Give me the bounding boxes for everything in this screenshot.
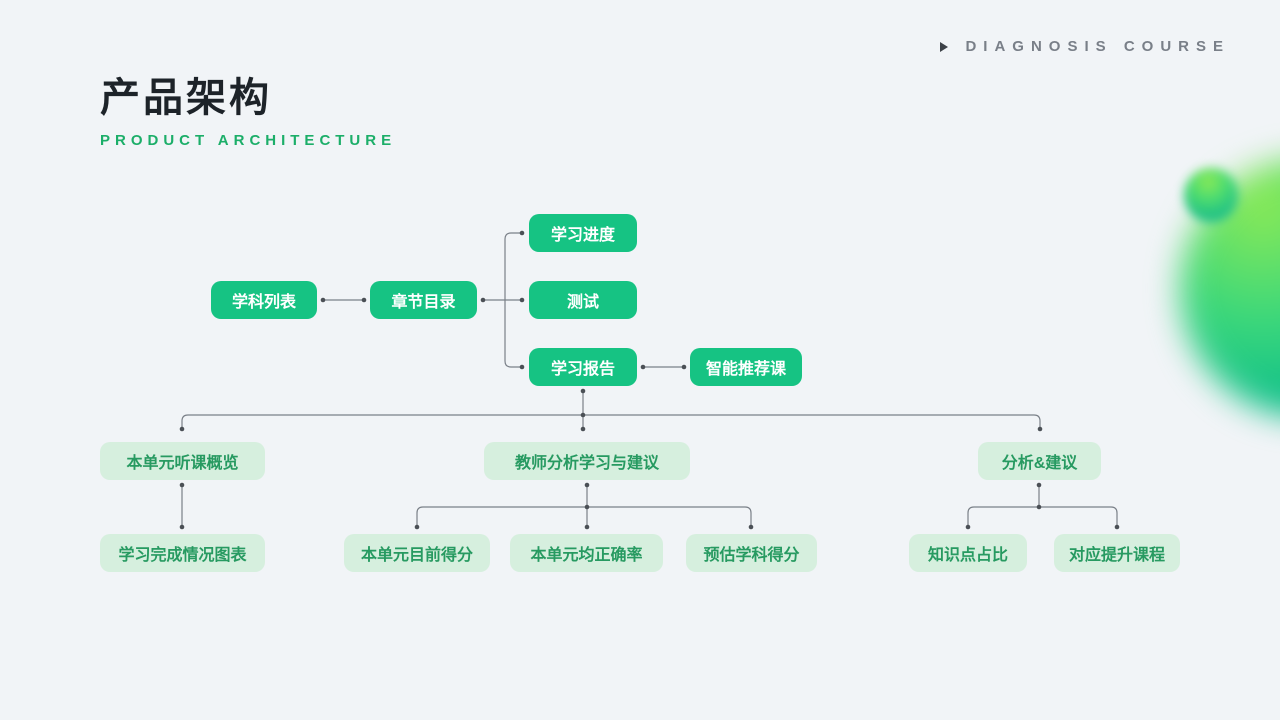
- page-title: 产品架构: [100, 76, 272, 120]
- page-subtitle: PRODUCT ARCHITECTURE: [100, 132, 397, 149]
- node-completion-chart: 学习完成情况图表: [100, 534, 265, 572]
- node-unit-current-score: 本单元目前得分: [344, 534, 490, 572]
- badge-label: DIAGNOSIS COURSE: [965, 38, 1230, 55]
- node-learning-report: 学习报告: [529, 348, 637, 386]
- node-knowledge-ratio: 知识点占比: [909, 534, 1027, 572]
- node-smart-recommend: 智能推荐课: [690, 348, 802, 386]
- node-unit-accuracy: 本单元均正确率: [510, 534, 663, 572]
- header-badge: DIAGNOSIS COURSE: [939, 38, 1230, 55]
- node-analysis-suggest: 分析&建议: [978, 442, 1101, 480]
- node-learning-progress: 学习进度: [529, 214, 637, 252]
- node-subject-list: 学科列表: [211, 281, 317, 319]
- play-triangle-icon: [940, 41, 949, 52]
- node-estimated-score: 预估学科得分: [686, 534, 817, 572]
- title-block: 产品架构 PRODUCT ARCHITECTURE: [100, 76, 396, 149]
- node-chapter-toc: 章节目录: [370, 281, 477, 319]
- node-test: 测试: [529, 281, 637, 319]
- node-improve-course: 对应提升课程: [1054, 534, 1180, 572]
- green-blob-small: [1184, 168, 1238, 222]
- node-unit-overview: 本单元听课概览: [100, 442, 265, 480]
- node-teacher-analysis: 教师分析学习与建议: [484, 442, 690, 480]
